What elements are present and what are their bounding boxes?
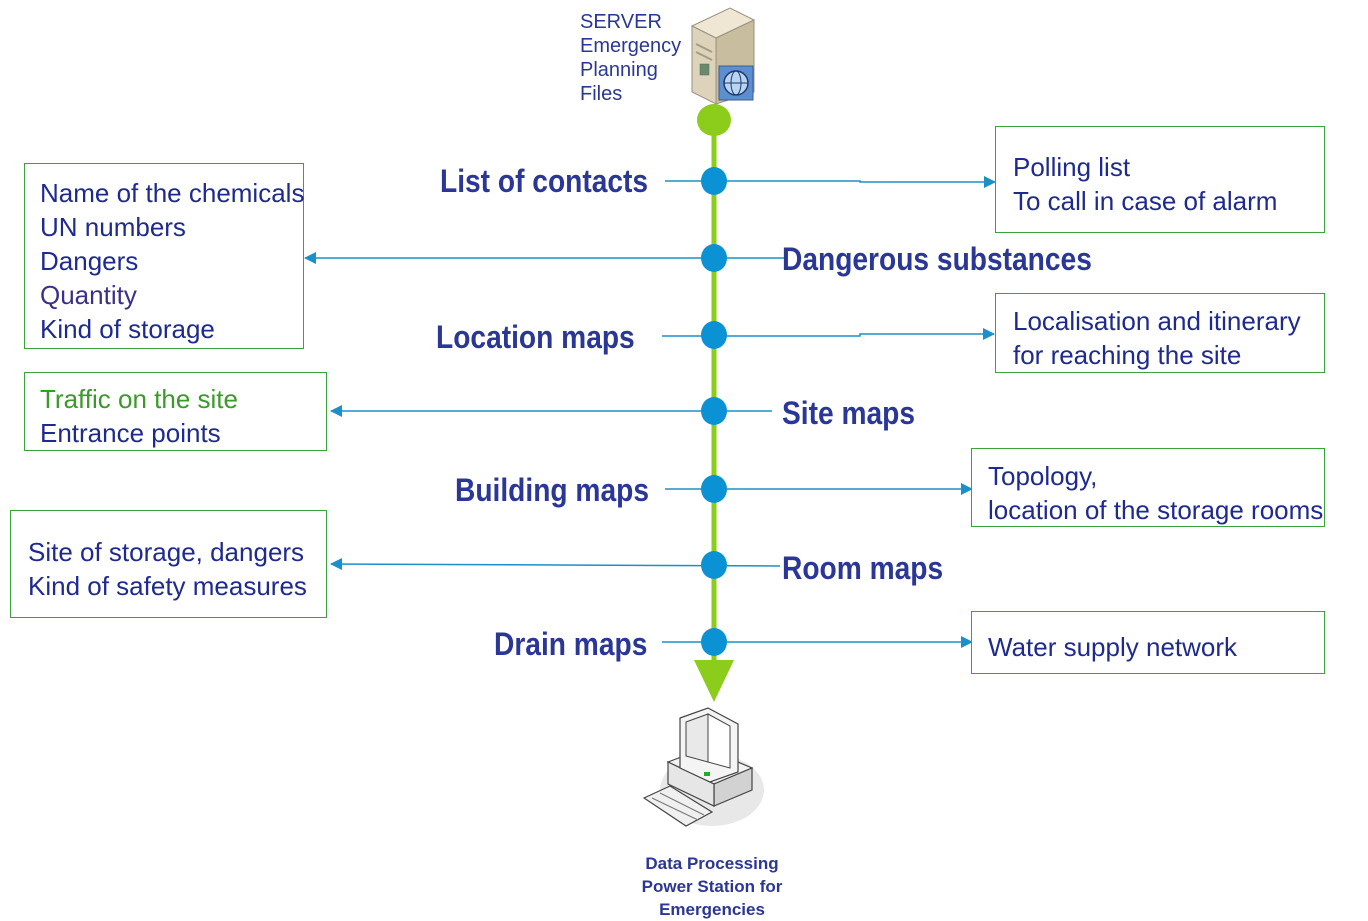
node-site <box>701 397 727 425</box>
traffic-text: Traffic on the site Entrance points <box>40 382 238 450</box>
traffic-box <box>24 372 327 451</box>
box-line: Name of the chemicals <box>40 178 305 208</box>
node-room <box>701 551 727 579</box>
label-room-maps: Room maps <box>782 550 944 586</box>
water-supply-text: Water supply network <box>988 630 1237 664</box>
localisation-text: Localisation and itinerary for reaching … <box>1013 304 1301 372</box>
chemicals-text: Name of the chemicals UN numbers Dangers… <box>40 176 304 346</box>
station-caption: Data Processing Power Station for Emerge… <box>612 852 812 921</box>
label-list-of-contacts: List of contacts <box>440 163 649 199</box>
node-building <box>701 475 727 503</box>
server-caption-line: Emergency <box>580 35 682 57</box>
server-caption-line: Planning <box>580 59 658 81</box>
connector-contacts <box>665 176 996 188</box>
water-supply-box <box>971 611 1325 674</box>
desktop-computer-icon <box>642 707 764 827</box>
storage-box <box>10 510 327 618</box>
box-line: Water supply network <box>988 632 1238 662</box>
node-drain <box>701 628 727 656</box>
localisation-box <box>995 293 1325 373</box>
label-site-maps: Site maps <box>782 395 916 431</box>
spine-top-node <box>697 104 731 136</box>
label-dangerous-substances: Dangerous substances <box>782 241 1092 277</box>
server-caption-line: SERVER <box>580 11 662 33</box>
storage-text: Site of storage, dangers Kind of safety … <box>28 535 307 603</box>
server-caption-line: Files <box>580 83 623 105</box>
box-line: Entrance points <box>40 418 221 448</box>
box-line: Site of storage, dangers <box>28 537 305 567</box>
box-line: Traffic on the site <box>40 384 238 414</box>
spine-down-arrow-icon <box>694 660 734 702</box>
box-line: UN numbers <box>40 212 186 242</box>
station-caption-line: Emergencies <box>659 900 765 919</box>
box-line: for reaching the site <box>1013 340 1242 370</box>
label-drain-maps: Drain maps <box>494 626 648 662</box>
box-line: Kind of storage <box>40 314 215 344</box>
node-contacts <box>701 167 727 195</box>
label-location-maps: Location maps <box>436 319 635 355</box>
topology-box <box>971 448 1325 527</box>
node-location <box>701 321 727 349</box>
server-caption: SERVER Emergency Planning Files <box>580 10 681 106</box>
station-caption-line: Power Station for <box>641 877 783 896</box>
box-line: To call in case of alarm <box>1013 186 1278 216</box>
box-line: Polling list <box>1013 152 1131 182</box>
server-tower-icon <box>690 7 756 105</box>
box-line: Quantity <box>40 280 137 310</box>
box-line: Topology, <box>988 461 1098 491</box>
connector-location <box>662 328 995 340</box>
topology-text: Topology, location of the storage rooms <box>988 459 1323 527</box>
node-dangerous-substances <box>701 244 727 272</box>
box-line: Kind of safety measures <box>28 571 307 601</box>
polling-list-text: Polling list To call in case of alarm <box>1013 150 1277 218</box>
polling-list-box <box>995 126 1325 233</box>
box-line: location of the storage rooms <box>988 495 1324 525</box>
chemicals-box <box>24 163 304 349</box>
label-building-maps: Building maps <box>455 472 649 508</box>
box-line: Dangers <box>40 246 139 276</box>
station-caption-line: Data Processing <box>645 854 779 873</box>
box-line: Localisation and itinerary <box>1013 306 1301 336</box>
